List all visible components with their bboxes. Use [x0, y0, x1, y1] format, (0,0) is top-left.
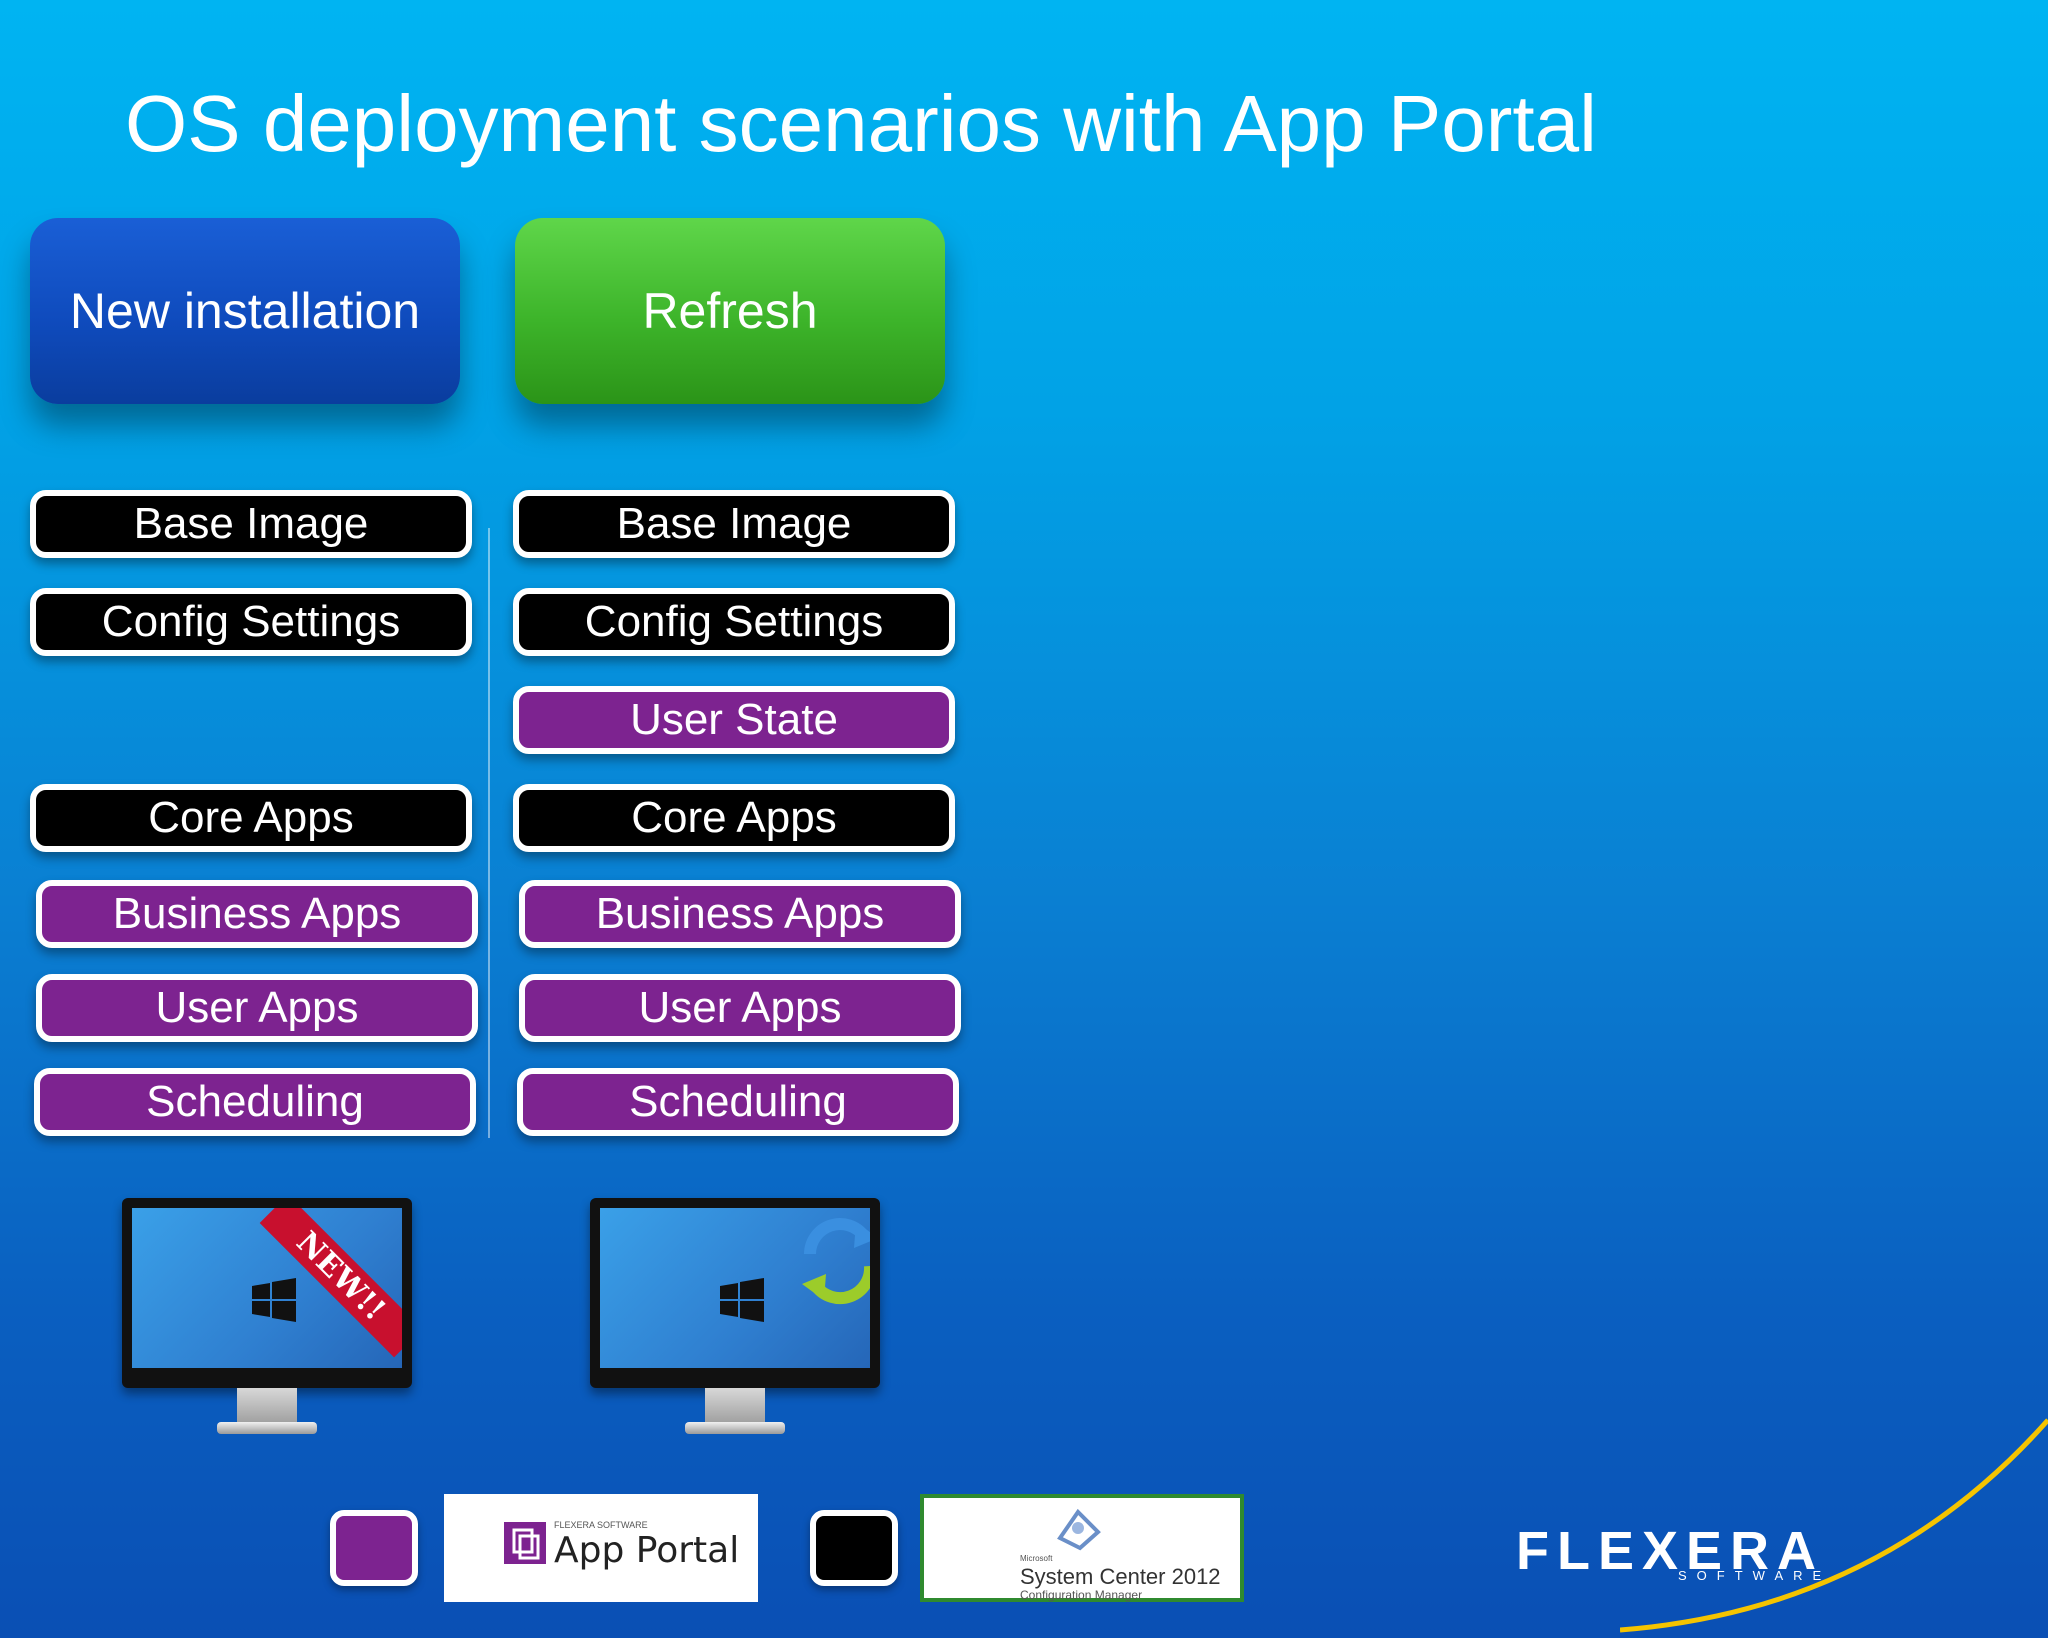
- brand-logo-sub: SOFTWARE: [1678, 1568, 1832, 1583]
- app-portal-logo: FLEXERA SOFTWARE App Portal: [444, 1494, 758, 1602]
- column-divider: [488, 528, 490, 1138]
- new-step-base-image: Base Image: [30, 490, 472, 558]
- app-portal-name: App Portal: [554, 1530, 740, 1571]
- refresh-step-user-state: User State: [513, 686, 955, 754]
- new-step-config-settings: Config Settings: [30, 588, 472, 656]
- windows-logo-icon: [720, 1278, 764, 1322]
- refresh-step-base-image: Base Image: [513, 490, 955, 558]
- new-step-core-apps: Core Apps: [30, 784, 472, 852]
- legend-purple-swatch: [330, 1510, 418, 1586]
- app-portal-vendor: FLEXERA SOFTWARE: [554, 1520, 648, 1530]
- app-portal-logo-icon: [504, 1522, 546, 1564]
- system-center-vendor: Microsoft: [1020, 1554, 1053, 1563]
- slide-title: OS deployment scenarios with App Portal: [125, 79, 1597, 168]
- system-center-sub: Configuration Manager: [1020, 1588, 1143, 1602]
- refresh-step-config-settings: Config Settings: [513, 588, 955, 656]
- new-monitor-illustration: NEW!!: [122, 1198, 412, 1438]
- new-step-business-apps: Business Apps: [36, 880, 478, 948]
- legend-black-swatch: [810, 1510, 898, 1586]
- system-center-logo: Microsoft System Center 2012 Configurati…: [920, 1494, 1244, 1602]
- system-center-name: System Center 2012: [1020, 1564, 1221, 1589]
- brand-logo: FLEXERA: [1516, 1521, 1825, 1581]
- refresh-monitor-illustration: [590, 1198, 880, 1438]
- refresh-step-core-apps: Core Apps: [513, 784, 955, 852]
- refresh-step-business-apps: Business Apps: [519, 880, 961, 948]
- refresh-header: Refresh: [515, 218, 945, 404]
- new-step-scheduling: Scheduling: [34, 1068, 476, 1136]
- refresh-arrows-icon: [802, 1218, 870, 1305]
- new-step-user-apps: User Apps: [36, 974, 478, 1042]
- windows-logo-icon: [252, 1278, 296, 1322]
- refresh-step-user-apps: User Apps: [519, 974, 961, 1042]
- refresh-step-scheduling: Scheduling: [517, 1068, 959, 1136]
- system-center-logo-icon: [1057, 1508, 1101, 1551]
- new-installation-header: New installation: [30, 218, 460, 404]
- brand-swoosh: [1620, 1418, 2048, 1633]
